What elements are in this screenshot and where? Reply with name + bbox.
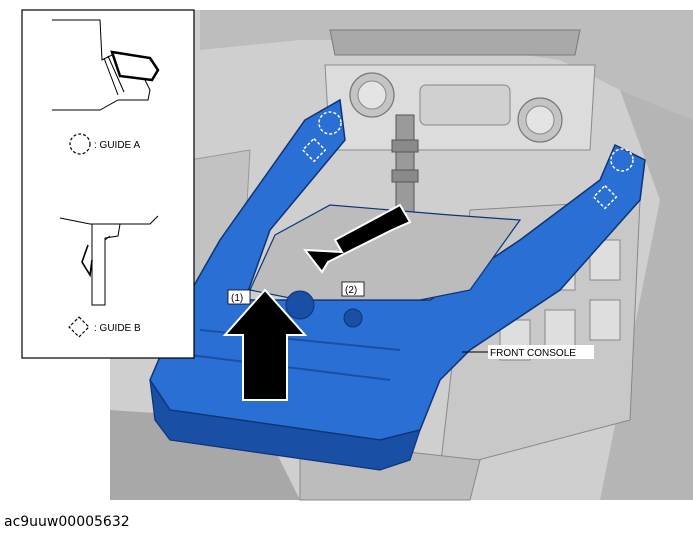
front-console-removal-diagram: (1) (2) FRONT CONSOLE : GUIDE A : GUIDE … — [21, 9, 693, 501]
callout-1-label: (1) — [231, 293, 243, 304]
guide-a-legend-label: : GUIDE A — [94, 140, 140, 151]
front-console-callout: FRONT CONSOLE — [462, 345, 594, 359]
guide-a-legend-symbol — [69, 133, 91, 155]
arrow-1-lift-up — [222, 288, 308, 401]
callout-2-label: (2) — [345, 285, 357, 296]
callout-1-box: (1) — [227, 289, 251, 305]
guide-b-legend-label: : GUIDE B — [94, 323, 141, 334]
guide-a-detail-drawing — [52, 19, 160, 111]
guide-b-legend-symbol — [68, 316, 90, 338]
guide-detail-inset: : GUIDE A : GUIDE B — [21, 9, 195, 359]
figure-id-caption: ac9uuw00005632 — [4, 514, 130, 530]
guide-a-marker-right — [610, 148, 634, 172]
guide-markers — [301, 111, 634, 210]
guide-b-marker-left — [301, 137, 327, 163]
front-console-label: FRONT CONSOLE — [490, 348, 576, 359]
guide-a-marker-left — [318, 111, 342, 135]
guide-b-detail-drawing — [59, 215, 159, 306]
arrow-2-pull-rearward — [302, 203, 412, 274]
callout-2-box: (2) — [341, 281, 365, 297]
guide-b-marker-right — [592, 184, 618, 210]
